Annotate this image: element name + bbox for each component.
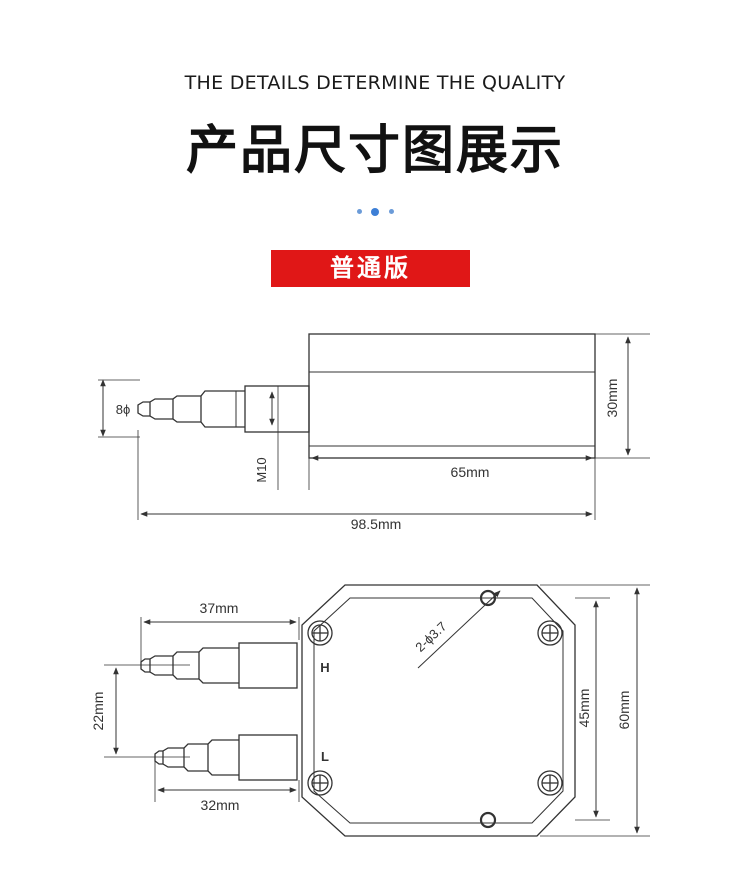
- screw-icon: [537, 770, 563, 796]
- dot-icon: [389, 209, 394, 214]
- dot-icon: [371, 208, 379, 216]
- mounting-hole-icon: [479, 589, 497, 607]
- nozzle-tip: [137, 401, 150, 417]
- upper-nozzle-length-label: 37mm: [200, 600, 239, 616]
- nozzle-barb-1: [149, 398, 173, 420]
- total-length-label: 98.5mm: [351, 516, 402, 532]
- inner-height-label: 45mm: [576, 689, 592, 728]
- version-badge: 普通版: [271, 250, 470, 287]
- port-low-label: L: [321, 749, 329, 764]
- nozzle-barb-3: [200, 390, 245, 428]
- sensor-body-side: [308, 333, 596, 459]
- body-height-label: 30mm: [604, 379, 620, 418]
- nozzle-barb-2: [172, 395, 201, 423]
- port-high-label: H: [320, 660, 329, 675]
- page-title: 产品尺寸图展示: [185, 121, 564, 181]
- side-view: [98, 333, 650, 520]
- sensor-body-top: [301, 584, 576, 837]
- nozzle-shaft: [244, 385, 310, 433]
- thread-label: M10: [254, 457, 269, 482]
- nozzle-spacing-label: 22mm: [90, 692, 106, 731]
- outer-height-label: 60mm: [616, 691, 632, 730]
- top-view: [104, 584, 650, 837]
- screw-icon: [307, 770, 333, 796]
- tube-diameter-label: 8ϕ: [116, 402, 131, 417]
- lower-nozzle-length-label: 32mm: [201, 797, 240, 813]
- nozzle-low-base: [238, 734, 298, 781]
- nozzle-high-base: [238, 642, 298, 689]
- decorative-dots: [357, 207, 397, 217]
- screw-icon: [307, 620, 333, 646]
- dot-icon: [357, 209, 362, 214]
- body-length-label: 65mm: [451, 464, 490, 480]
- section-subtitle: THE DETAILS DETERMINE THE QUALITY: [184, 72, 566, 94]
- hole-diameter-label: 2-ϕ3.7: [412, 619, 449, 655]
- mounting-hole-icon: [479, 811, 497, 829]
- screw-icon: [537, 620, 563, 646]
